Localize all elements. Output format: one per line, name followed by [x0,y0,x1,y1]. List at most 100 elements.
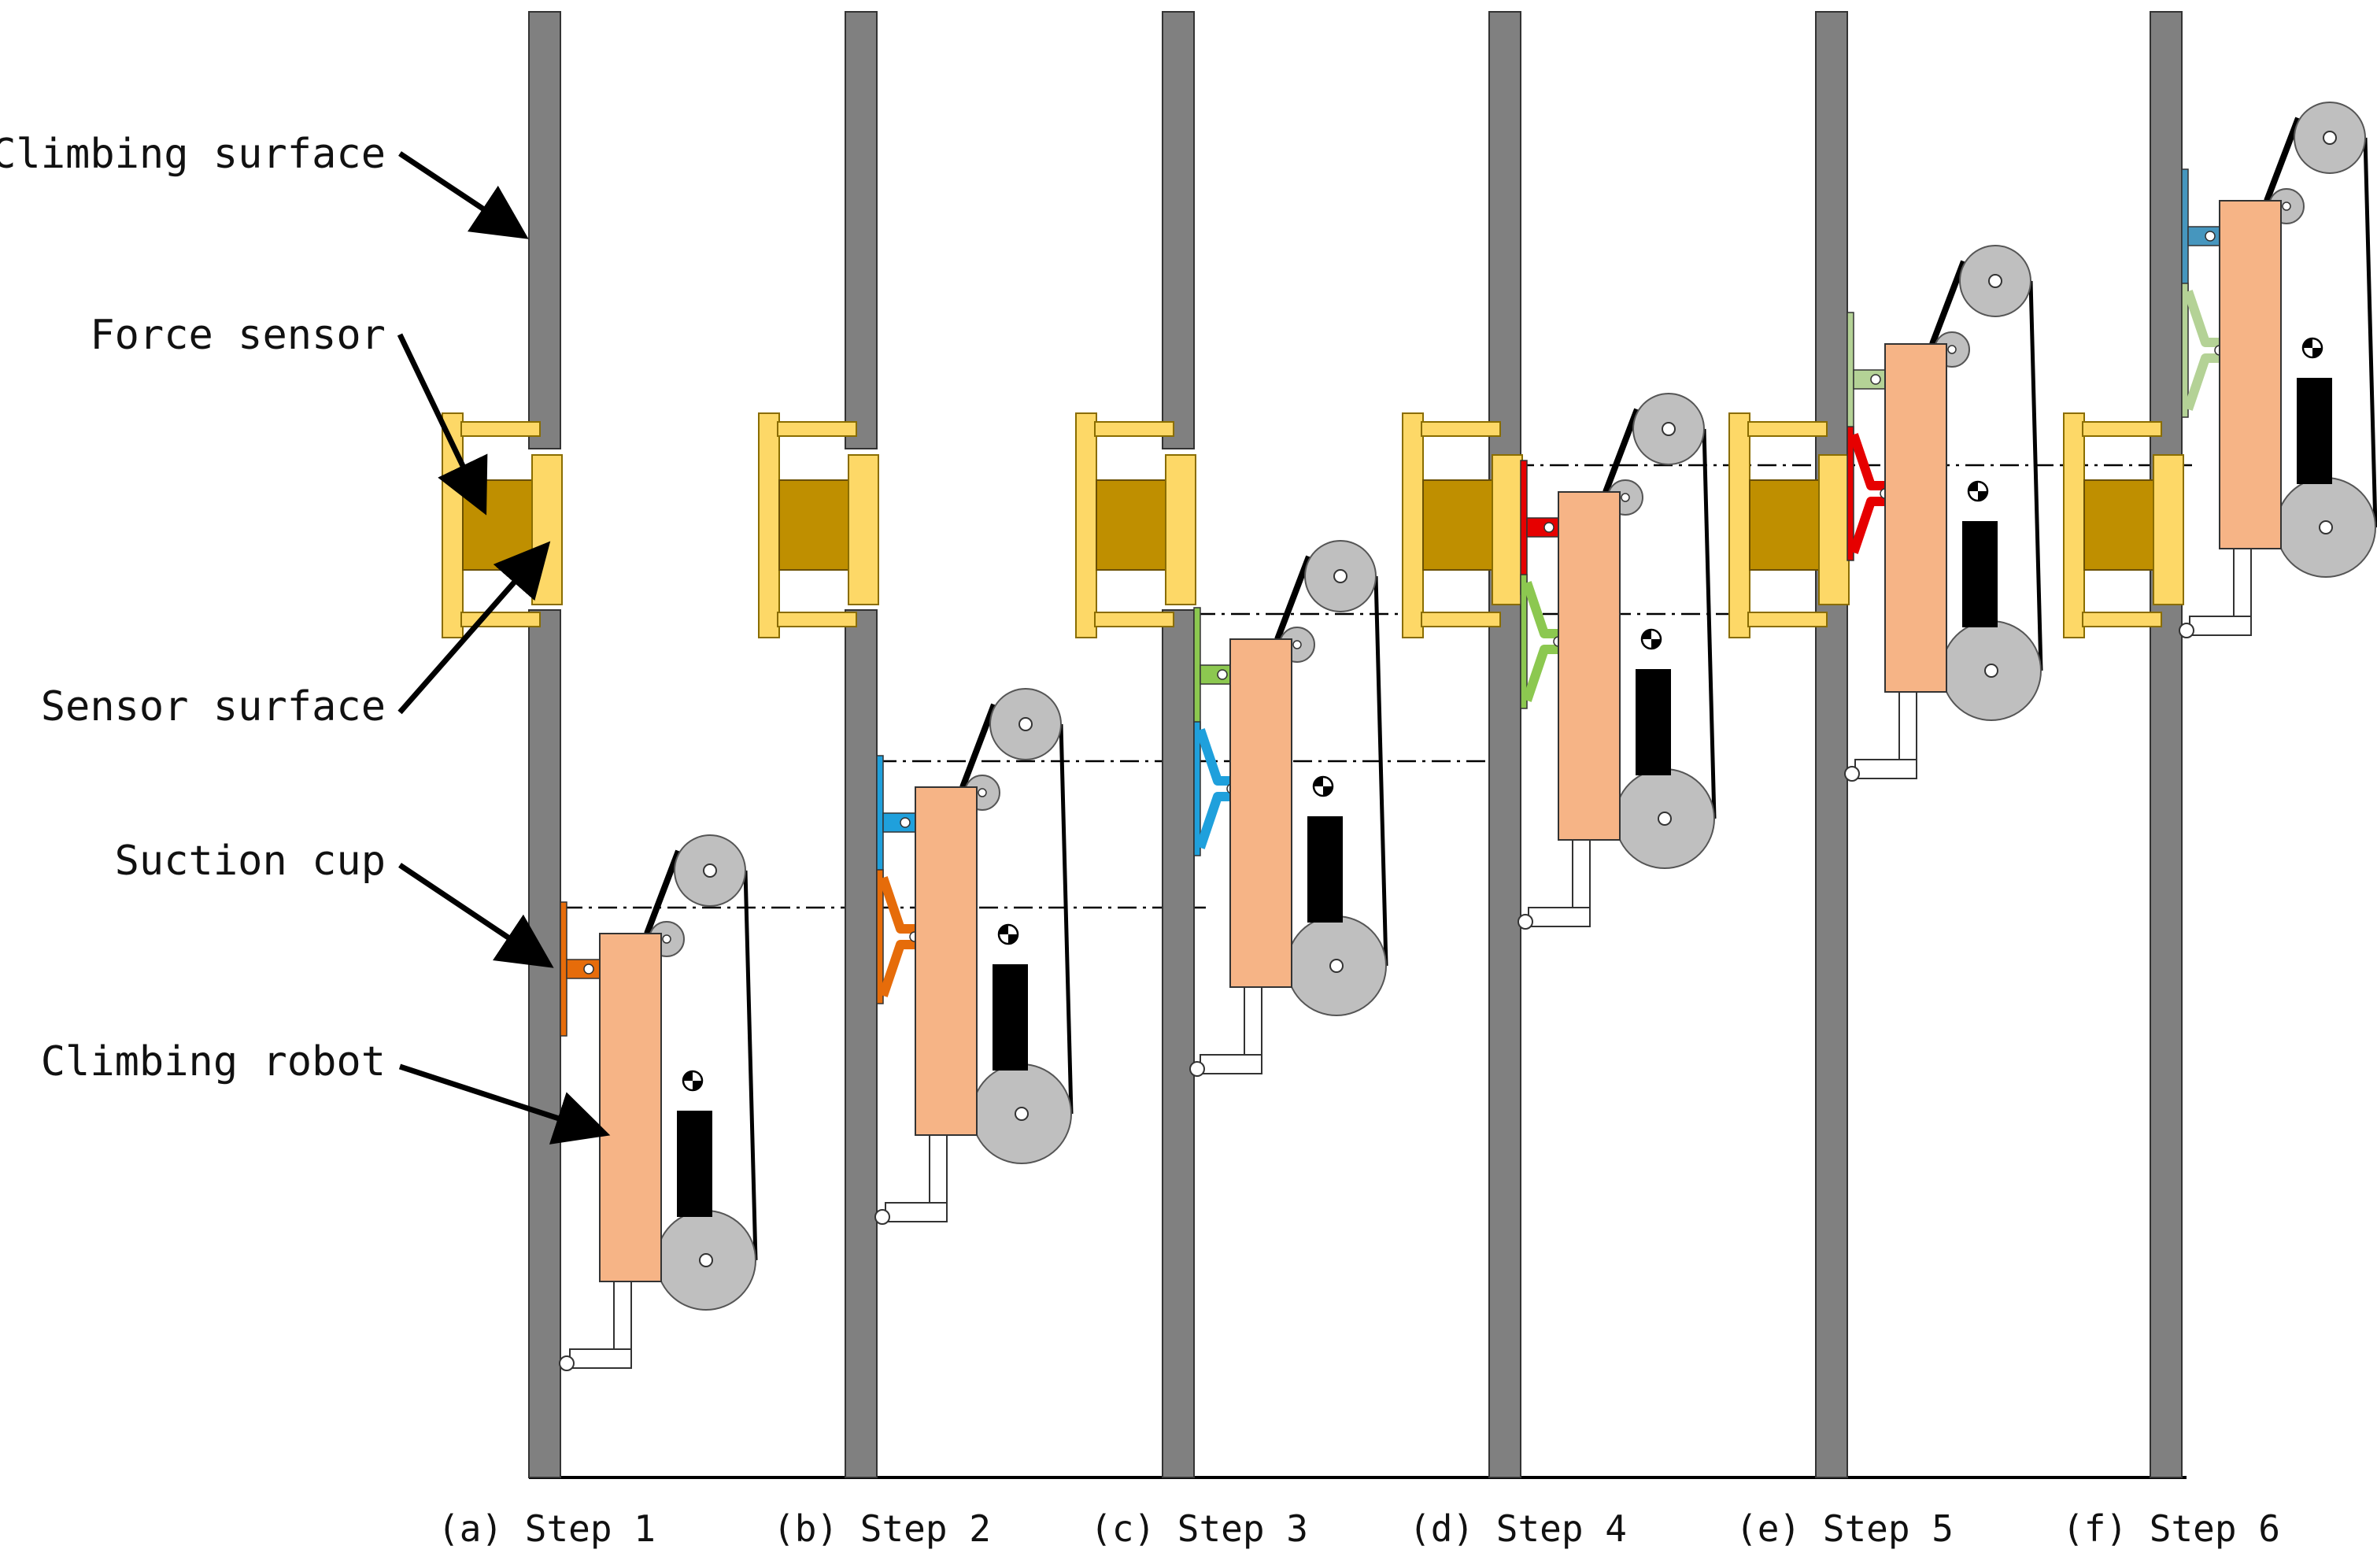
caption-step-4: (d) Step 4 [1409,1507,1627,1550]
suction-cup-lower-pad [1847,426,1854,561]
climbing-surface-lower [845,609,878,1478]
sensor-bottom-arm [777,612,857,627]
force-sensor-assembly-step-3 [1075,412,1196,638]
climbing-surface [2150,11,2183,1478]
suction-cup-lower-pad [2181,283,2189,418]
caption-step-1: (a) Step 1 [438,1507,656,1550]
center-of-mass-quadrant-b [999,925,1008,934]
sensor-surface-plate [1818,454,1850,605]
center-of-mass-quadrant-b [1314,777,1323,786]
climbing-surface-upper [1162,11,1195,449]
counterweight [2297,378,2332,484]
tail-horizontal [1528,907,1591,927]
tail-wheel [1189,1061,1205,1077]
counterweight [993,964,1028,1071]
climbing-surface [1815,11,1848,1478]
sensor-surface-plate [1165,454,1196,605]
tail-horizontal [885,1202,948,1222]
center-of-mass-quadrant-a [1978,491,1987,501]
climbing-robot-step-1 [559,834,758,1371]
center-of-mass-quadrant-a [2312,348,2322,357]
sensor-top-arm [1094,421,1174,437]
force-sensor-block [1422,479,1496,571]
climbing-surface-lower [528,609,561,1478]
sensor-back-plate [1402,412,1424,638]
arrow-climbing-surface [398,151,529,239]
track-belt-front [644,849,682,935]
sensor-bottom-arm [1421,612,1501,627]
suction-cup-upper-pivot [1543,522,1554,533]
climbing-robot-step-2 [874,688,1074,1225]
robot-body [2219,200,2282,549]
wall-step-5 [1815,11,1848,1478]
center-of-mass-quadrant-a [1651,639,1661,649]
bottom-wheel-axle [1015,1107,1029,1121]
sensor-back-plate [758,412,780,638]
captions: (a) Step 1 (b) Step 2 (c) Step 3 (d) Ste… [438,1507,2280,1550]
force-sensor-assembly-step-5 [1728,412,1850,638]
bottom-wheel-axle [699,1253,713,1267]
center-of-mass-quadrant-b [1642,630,1651,639]
steps-layer [442,11,2377,1478]
tail-wheel [1844,766,1860,782]
wall-step-3 [1162,11,1195,1478]
caption-step-5: (e) Step 5 [1736,1507,1954,1550]
track-belt-front [1603,408,1640,494]
idler-axle [1947,345,1957,354]
sensor-top-arm [1747,421,1828,437]
robot-body [1558,491,1621,841]
bottom-wheel-axle [1658,812,1672,826]
caption-step-6: (f) Step 6 [2062,1507,2280,1550]
center-of-mass-quadrant-b [2303,338,2312,348]
counterweight [1307,816,1343,923]
suction-cup-upper-pivot [900,817,911,828]
climbing-robot-step-5 [1844,245,2043,782]
arrow-force-sensor [397,333,488,516]
counterweight [1962,521,1998,627]
sensor-top-arm [1421,421,1501,437]
suction-cup-upper-pad [560,901,567,1037]
climbing-robot-step-3 [1189,540,1388,1077]
tail-horizontal [2189,616,2252,636]
climbing-robot-step-4 [1518,393,1717,930]
force-sensor-block [1749,479,1823,571]
force-sensor-block [2083,479,2157,571]
center-of-mass-quadrant-a [1008,934,1018,944]
caption-step-3: (c) Step 3 [1090,1507,1308,1550]
caption-step-2: (b) Step 2 [773,1507,991,1550]
sensor-back-plate [1728,412,1750,638]
sensor-bottom-arm [1094,612,1174,627]
sensor-bottom-arm [1747,612,1828,627]
track-belt-front [1929,260,1967,346]
counterweight [677,1111,712,1217]
center-of-mass-quadrant-b [1969,482,1978,491]
force-sensor-assembly-step-6 [2063,412,2184,638]
wall-step-2 [845,11,878,1478]
arrow-suction-cup [398,863,554,968]
track-belt-back [1373,575,1388,967]
label-climbing-surface: Climbing surface [0,131,386,178]
force-sensor-block [778,479,852,571]
bottom-wheel-axle [1984,664,1998,678]
climbing-surface-lower [1162,609,1195,1478]
robot-body [1229,638,1292,988]
sensor-top-arm [460,421,541,437]
callout-arrows [397,151,611,1145]
label-sensor-surface: Sensor surface [41,683,386,730]
tail-wheel [559,1355,575,1371]
idler-axle [1621,493,1630,502]
track-belt-back [743,870,758,1261]
tail-wheel [1518,914,1533,930]
top-wheel-axle [2323,131,2337,145]
wall-step-1 [528,11,561,1478]
track-belt-back [2363,137,2377,528]
robot-body [915,786,978,1136]
track-belt-back [2028,280,2043,671]
label-suction-cup: Suction cup [115,838,386,885]
tail-horizontal [569,1348,632,1369]
sensor-top-arm [777,421,857,437]
robot-body [599,933,662,1282]
track-belt-front [2264,116,2301,202]
bottom-wheel-axle [1329,959,1344,973]
center-of-mass-quadrant-a [1323,786,1333,796]
